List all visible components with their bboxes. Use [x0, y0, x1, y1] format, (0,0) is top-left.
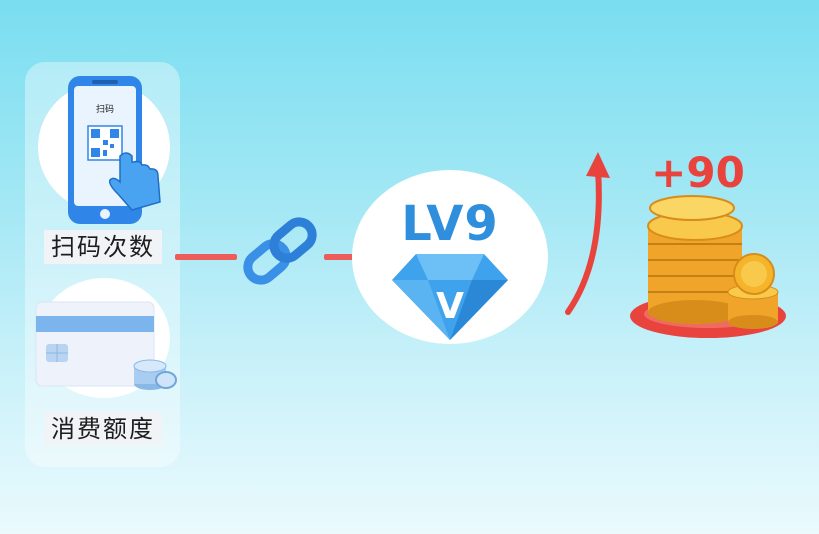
scan-count-label: 扫码次数 [44, 230, 162, 264]
diamond-icon: V [392, 254, 508, 340]
connector-left [175, 254, 237, 260]
connector-right [324, 254, 354, 260]
diamond-letter: V [436, 286, 464, 327]
phone-screen-title: 扫码 [96, 103, 114, 115]
credit-card-icon [35, 301, 177, 390]
coin-stack-reward-icon [630, 195, 786, 338]
phone-scan-icon: 扫码 [68, 76, 161, 224]
coin-stack-icon [133, 359, 177, 390]
reward-text: +90 [651, 148, 745, 197]
level-circle: LV9 V [352, 170, 548, 344]
qr-code-icon [87, 125, 123, 161]
up-arrow-icon [565, 152, 610, 315]
chain-link-icon [243, 217, 317, 285]
level-text: LV9 [401, 196, 499, 252]
spend-amount-label: 消费额度 [44, 412, 162, 446]
